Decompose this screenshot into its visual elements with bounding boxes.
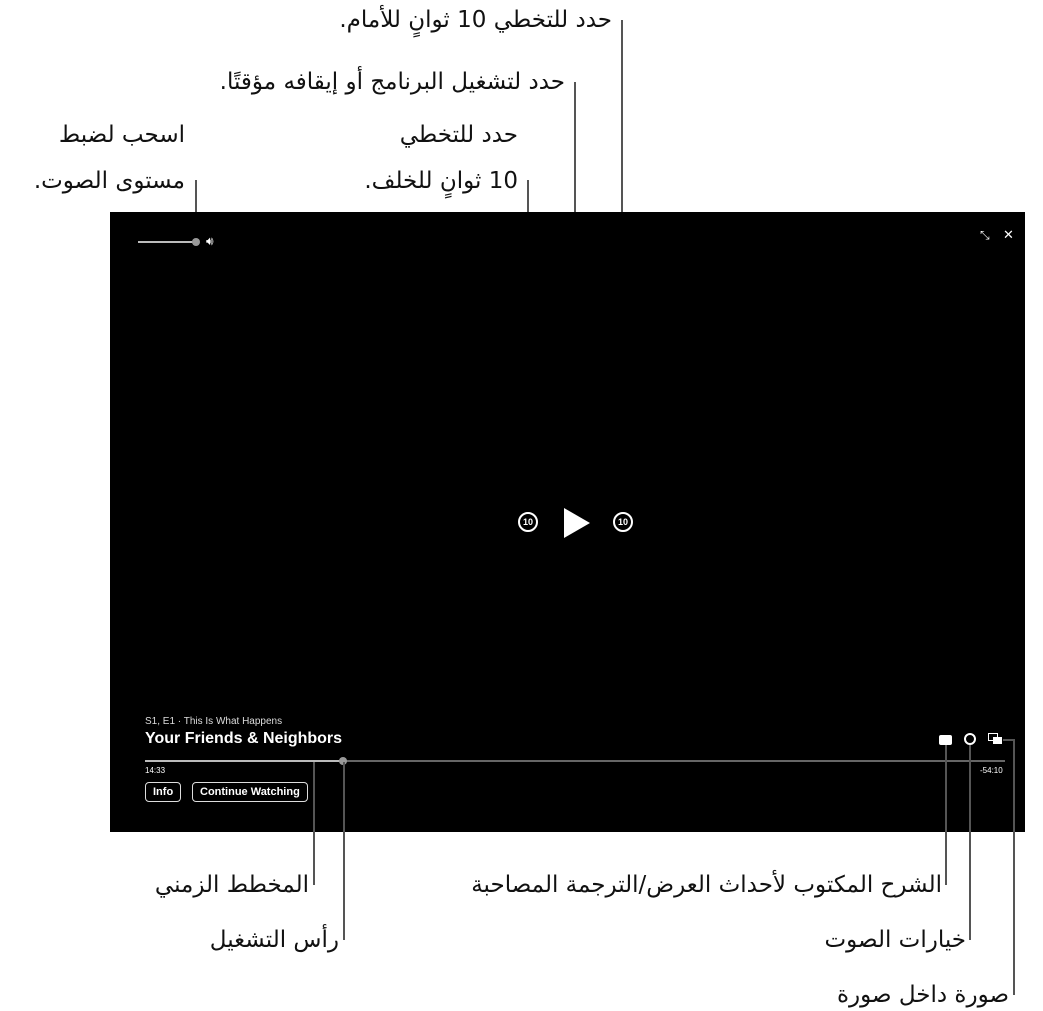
callout-timeline: المخطط الزمني (154, 872, 309, 898)
volume-slider[interactable] (138, 241, 196, 243)
leader-line (1003, 739, 1015, 741)
callout-skip-back-2: 10 ثوانٍ للخلف. (364, 168, 518, 194)
callout-audio: خيارات الصوت (824, 927, 966, 953)
callout-volume-1: اسحب لضبط (58, 122, 185, 148)
show-title: Your Friends & Neighbors (145, 730, 343, 747)
callout-pip: صورة داخل صورة (836, 982, 1009, 1008)
elapsed-time: 14:33 (145, 766, 166, 775)
skip-forward-icon[interactable]: 10 (613, 512, 633, 532)
info-button[interactable]: Info (145, 782, 182, 802)
subtitles-icon[interactable] (939, 735, 952, 745)
leader-line (945, 745, 947, 885)
leader-line (1013, 739, 1015, 995)
remaining-time: -54:10 (980, 766, 1003, 775)
skip-back-icon[interactable]: 10 (518, 512, 538, 532)
playhead[interactable] (338, 757, 347, 765)
close-icon[interactable]: ✕ (1003, 227, 1014, 242)
episode-label: S1, E1 · This Is What Happens (145, 716, 283, 727)
timeline[interactable] (145, 760, 1005, 762)
continue-watching-button[interactable]: Continue Watching (192, 782, 308, 802)
pip-icon[interactable] (988, 733, 1002, 744)
audio-options-icon[interactable] (964, 733, 976, 745)
callout-skip-back-1: حدد للتخطي (399, 122, 518, 148)
leader-line (313, 762, 315, 885)
callout-volume-2: مستوى الصوت. (33, 168, 185, 194)
volume-knob[interactable] (192, 238, 200, 246)
speaker-icon[interactable]: 🔊︎ (206, 234, 214, 248)
leader-line (969, 745, 971, 940)
video-player: 🔊︎ ⤡ ✕ 10 10 S1, E1 · This Is What Happe… (110, 212, 1025, 832)
play-icon[interactable] (564, 508, 590, 538)
callout-skip-forward: حدد للتخطي 10 ثوانٍ للأمام. (339, 7, 612, 33)
leader-line (343, 762, 345, 940)
callout-subtitles: الشرح المكتوب لأحداث العرض/الترجمة المصا… (471, 872, 942, 898)
callout-play-pause: حدد لتشغيل البرنامج أو إيقافه مؤقتًا. (219, 69, 565, 95)
leader-line (195, 180, 197, 240)
callout-playhead: رأس التشغيل (209, 927, 339, 953)
exit-fullscreen-icon[interactable]: ⤡ (980, 228, 990, 242)
